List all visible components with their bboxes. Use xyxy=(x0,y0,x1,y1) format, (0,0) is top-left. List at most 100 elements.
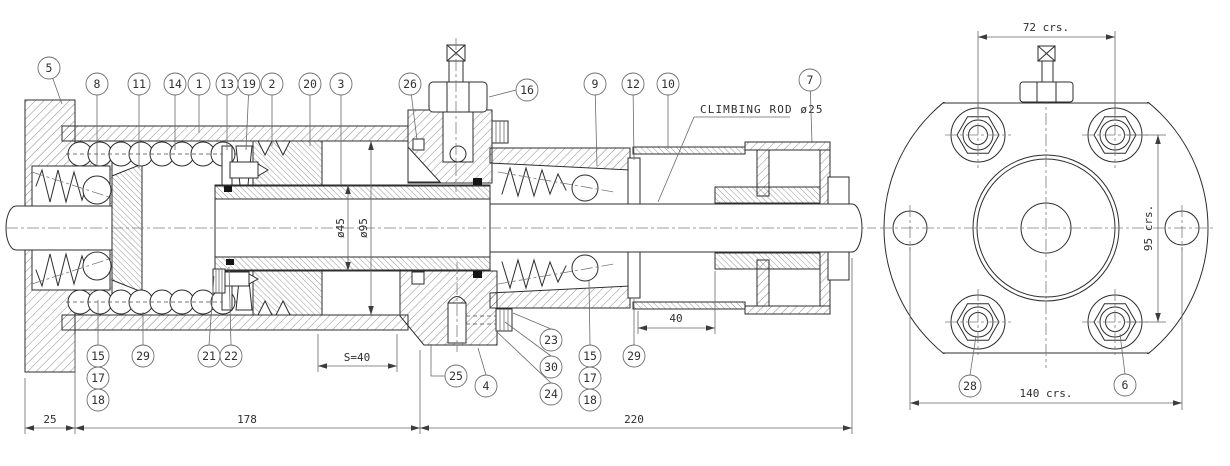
balloon-30: 30 xyxy=(539,355,563,379)
svg-text:21: 21 xyxy=(202,349,216,363)
balloon-5: 5 xyxy=(37,56,61,80)
balloon-4: 4 xyxy=(474,374,498,398)
svg-text:1: 1 xyxy=(196,77,203,91)
svg-text:17: 17 xyxy=(583,371,597,385)
svg-text:15: 15 xyxy=(583,349,597,363)
balloon-29a: 29 xyxy=(131,344,155,368)
main-spring-lower xyxy=(66,289,238,315)
svg-text:9: 9 xyxy=(592,77,599,91)
balloons: 5 8 11 14 1 13 19 2 20 3 26 16 9 12 10 7… xyxy=(37,56,1137,412)
dim-25: 25 xyxy=(43,413,56,426)
ram-wall-lower xyxy=(214,256,491,271)
ram-seal-upper xyxy=(473,178,482,185)
guide-tube-lower xyxy=(632,301,746,310)
balloon-19: 19 xyxy=(237,72,261,96)
svg-text:24: 24 xyxy=(544,387,558,401)
seal-square-upper xyxy=(224,186,232,192)
balloon-26: 26 xyxy=(398,72,422,96)
svg-text:29: 29 xyxy=(136,349,150,363)
balloon-14: 14 xyxy=(163,72,187,96)
svg-text:15: 15 xyxy=(91,349,105,363)
balloon-18b: 18 xyxy=(578,388,602,412)
balloon-leader-lines xyxy=(48,67,1126,384)
balloon-9: 9 xyxy=(583,72,607,96)
balloon-28: 28 xyxy=(958,374,982,398)
climbing-rod xyxy=(489,203,863,253)
clamp-ball-lower xyxy=(82,251,112,281)
balloon-3: 3 xyxy=(329,72,353,96)
flange-bolt-bottom-left xyxy=(945,289,1011,355)
balloon-16: 16 xyxy=(515,78,539,102)
ram-seal-lower xyxy=(473,271,482,278)
end-view-nipple xyxy=(1019,45,1074,103)
balloon-22: 22 xyxy=(219,344,243,368)
svg-text:4: 4 xyxy=(483,379,490,393)
dim-stroke: S=40 xyxy=(344,351,371,364)
svg-text:14: 14 xyxy=(168,77,182,91)
balloon-2: 2 xyxy=(260,72,284,96)
end-view xyxy=(876,45,1220,402)
svg-text:7: 7 xyxy=(807,73,814,87)
svg-text:28: 28 xyxy=(963,379,977,393)
dim-dia95: ø95 xyxy=(357,218,370,238)
guide-tube-upper xyxy=(632,146,746,155)
svg-text:18: 18 xyxy=(91,393,105,407)
dimensions: 25 178 220 S=40 40 ø45 ø95 72 crs. 95 cr… xyxy=(24,21,1183,434)
dim-40: 40 xyxy=(669,312,682,325)
set-bolt-lower xyxy=(212,268,260,294)
svg-text:6: 6 xyxy=(1122,378,1129,392)
seal-square-lower xyxy=(226,259,234,265)
svg-text:5: 5 xyxy=(46,61,53,75)
svg-text:17: 17 xyxy=(91,371,105,385)
main-spring-upper xyxy=(66,141,238,167)
bottom-block xyxy=(399,262,513,352)
balloon-10: 10 xyxy=(656,72,680,96)
svg-text:8: 8 xyxy=(94,77,101,91)
balloon-15a: 15 xyxy=(86,344,110,368)
svg-text:18: 18 xyxy=(583,393,597,407)
dim-178: 178 xyxy=(237,413,257,426)
balloon-15b: 15 xyxy=(578,344,602,368)
set-bolt-upper xyxy=(229,161,269,179)
climbing-rod-note: CLIMBING ROD ø25 xyxy=(657,103,822,203)
dimension-lines xyxy=(25,36,1182,429)
svg-text:16: 16 xyxy=(520,83,534,97)
svg-text:2: 2 xyxy=(269,77,276,91)
svg-text:11: 11 xyxy=(132,77,146,91)
svg-text:10: 10 xyxy=(661,77,675,91)
clamp-ball-upper xyxy=(82,175,112,205)
balloon-12: 12 xyxy=(621,72,645,96)
balloon-18a: 18 xyxy=(86,388,110,412)
balloon-17a: 17 xyxy=(86,366,110,390)
balloon-25: 25 xyxy=(444,364,468,388)
svg-text:13: 13 xyxy=(220,77,234,91)
balloon-6: 6 xyxy=(1113,373,1137,397)
balloon-21: 21 xyxy=(197,344,221,368)
balloon-29b: 29 xyxy=(622,344,646,368)
svg-text:26: 26 xyxy=(403,77,417,91)
dim-140crs: 140 crs. xyxy=(1020,387,1073,400)
valve-seal xyxy=(412,138,425,151)
balloon-23: 23 xyxy=(539,328,563,352)
extension-lines xyxy=(24,31,1183,434)
balloon-24: 24 xyxy=(539,382,563,406)
balloon-8: 8 xyxy=(85,72,109,96)
svg-text:25: 25 xyxy=(449,369,463,383)
dim-72crs: 72 crs. xyxy=(1023,21,1069,34)
svg-text:20: 20 xyxy=(303,77,317,91)
svg-text:12: 12 xyxy=(626,77,640,91)
cylinder-tube-lower xyxy=(61,314,409,331)
dim-220: 220 xyxy=(624,413,644,426)
svg-text:22: 22 xyxy=(224,349,238,363)
balloon-1: 1 xyxy=(187,72,211,96)
balloon-11: 11 xyxy=(127,72,151,96)
svg-text:29: 29 xyxy=(627,349,641,363)
svg-text:30: 30 xyxy=(544,360,558,374)
balloon-17b: 17 xyxy=(578,366,602,390)
balloon-13: 13 xyxy=(215,72,239,96)
balloon-20: 20 xyxy=(298,72,322,96)
svg-text:23: 23 xyxy=(544,333,558,347)
balloon-7: 7 xyxy=(798,68,822,92)
